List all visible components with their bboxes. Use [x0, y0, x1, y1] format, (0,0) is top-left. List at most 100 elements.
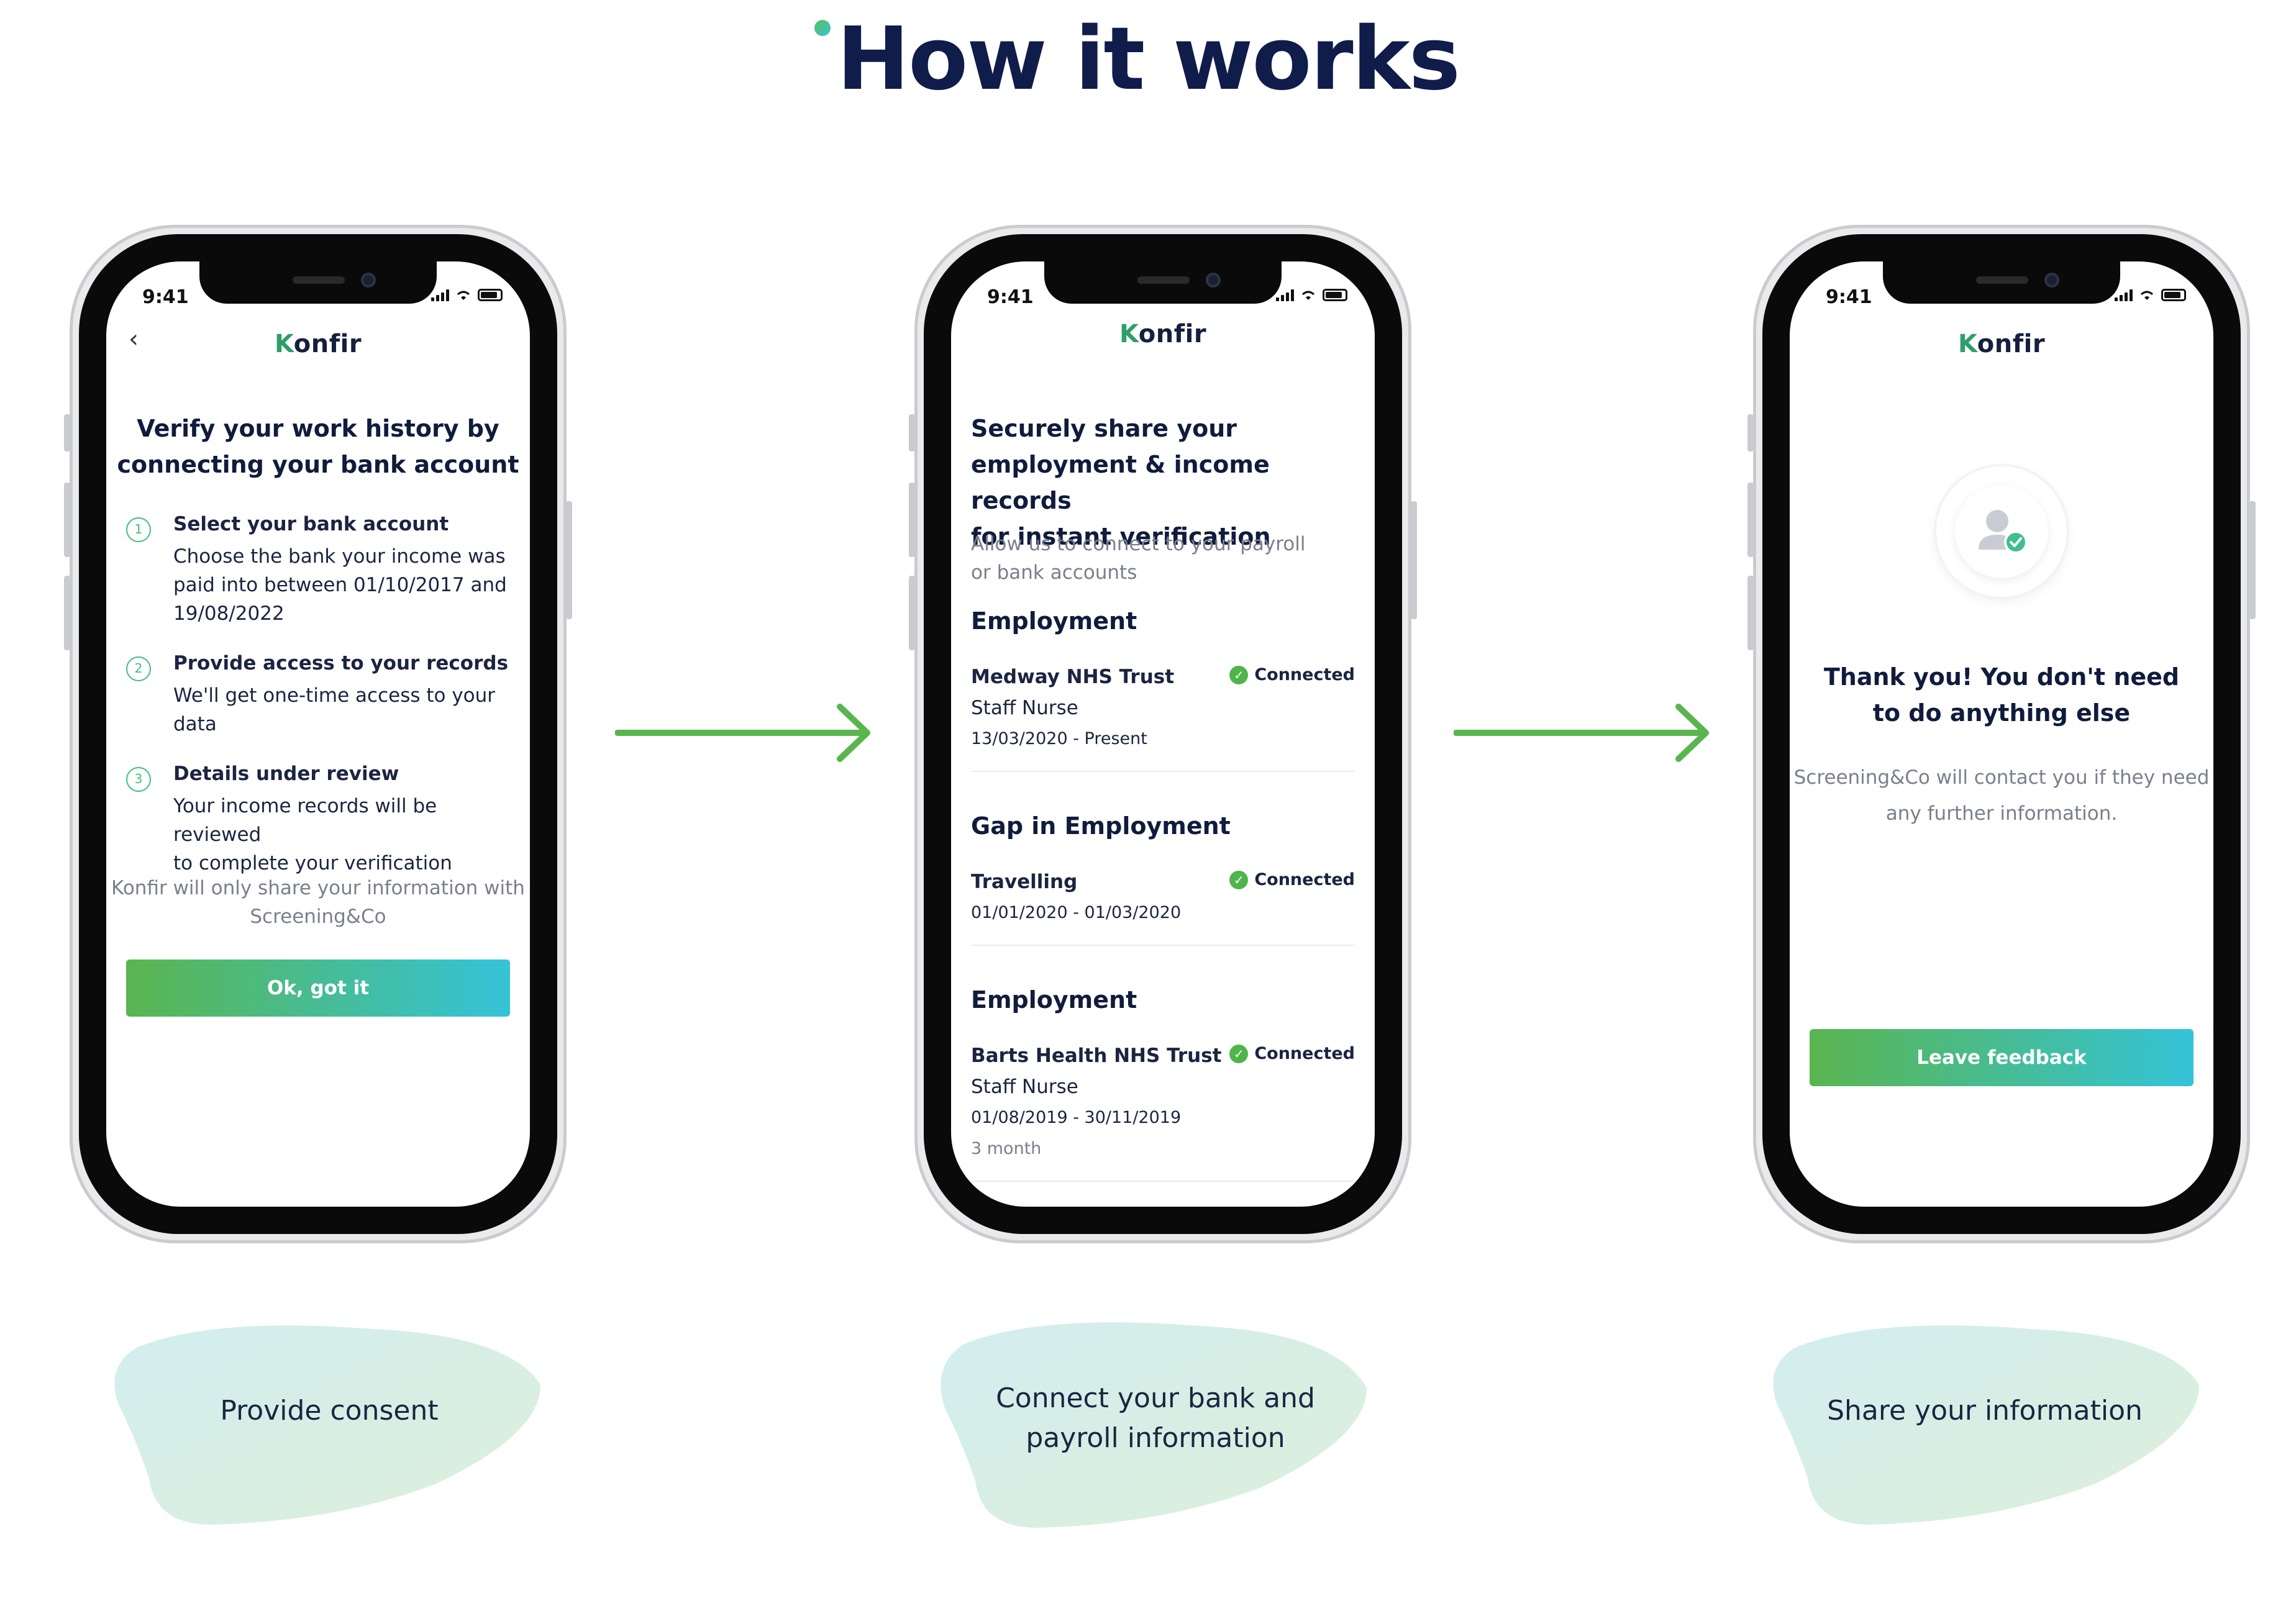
signal-icon — [2115, 289, 2133, 301]
phone-frame: 9:41 Konfir Securely share your employme… — [924, 234, 1402, 1234]
signal-icon — [431, 289, 449, 301]
camera — [2044, 273, 2059, 288]
screen-share: 9:41 Konfir Thank you! You do — [1790, 261, 2213, 1207]
battery-icon — [478, 289, 503, 301]
phone-side-button — [566, 501, 572, 619]
check-circle-icon: ✓ — [1229, 870, 1249, 889]
status-icons — [1276, 289, 1347, 301]
phone-side-button — [64, 483, 70, 557]
employment-duration: 3 month — [971, 1139, 1042, 1158]
wifi-icon — [1302, 291, 1314, 300]
chevron-left-icon[interactable]: ‹ — [129, 325, 139, 353]
caption-blob — [941, 1322, 1367, 1528]
phone-frame: 9:41 Konfir Thank you! You do — [1762, 234, 2241, 1234]
phone-consent: 9:41 ‹ Konfir Verify your work history b… — [64, 225, 572, 1243]
status-time: 9:41 — [987, 286, 1034, 308]
camera — [1206, 273, 1221, 288]
divider — [971, 1181, 1355, 1182]
status-icons — [2115, 289, 2186, 301]
notch — [199, 261, 437, 304]
consent-heading: Verify your work history by connecting y… — [117, 415, 519, 478]
notch — [1883, 261, 2120, 304]
speaker — [1976, 276, 2028, 284]
step-title-1: Select your bank account — [173, 513, 449, 535]
step-number-2: 2 — [126, 656, 151, 681]
camera — [361, 273, 376, 288]
connected-status: ✓ Connected — [1229, 870, 1355, 889]
caption-blob — [1773, 1325, 2199, 1525]
ok-got-it-button[interactable]: Ok, got it — [126, 960, 510, 1017]
connected-status: ✓ Connected — [1229, 665, 1355, 684]
check-circle-icon: ✓ — [1229, 665, 1249, 684]
title-dot — [814, 20, 831, 36]
divider — [971, 945, 1355, 946]
phone-frame: 9:41 ‹ Konfir Verify your work history b… — [79, 234, 557, 1234]
phone-share: 9:41 Konfir Thank you! You do — [1747, 225, 2256, 1243]
step-number-3: 3 — [126, 767, 151, 792]
divider — [971, 771, 1355, 772]
signal-icon — [1276, 289, 1294, 301]
phone-side-button — [909, 483, 915, 557]
user-check-icon — [1979, 510, 2028, 554]
step-number-1: 1 — [126, 517, 151, 542]
phone-side-button — [909, 414, 915, 451]
konfir-logo: Konfir — [1957, 330, 2046, 358]
section-heading-employment: Employment — [971, 986, 1137, 1014]
connect-subtitle: Allow us to connect to your payroll or b… — [971, 533, 1306, 584]
section-heading-employment: Employment — [971, 607, 1137, 635]
phone-side-button — [64, 576, 70, 650]
screen-connect: 9:41 Konfir Securely share your employme… — [951, 261, 1375, 1207]
employer-role: Staff Nurse — [971, 697, 1078, 719]
battery-icon — [1323, 289, 1347, 301]
gap-name: Travelling — [971, 871, 1078, 893]
page-title-text: How it works — [836, 9, 1460, 110]
step-desc-3: Your income records will be reviewed to … — [173, 795, 452, 874]
phone-side-button — [1747, 576, 1754, 650]
caption-connect-bank: Connect your bank and payroll informatio… — [996, 1382, 1315, 1454]
thank-you-heading: Thank you! You don't need to do anything… — [1823, 663, 2180, 727]
employment-dates: 01/08/2019 - 30/11/2019 — [971, 1108, 1182, 1127]
speaker — [293, 276, 345, 284]
konfir-logo: Konfir — [274, 330, 362, 358]
leave-feedback-button[interactable]: Leave feedback — [1810, 1029, 2194, 1086]
employer-role: Staff Nurse — [971, 1076, 1078, 1098]
step-title-2: Provide access to your records — [173, 652, 509, 674]
speaker — [1137, 276, 1190, 284]
wifi-icon — [2141, 291, 2153, 300]
status-time: 9:41 — [142, 286, 189, 308]
employer-name: Barts Health NHS Trust — [971, 1045, 1222, 1067]
consent-note: Konfir will only share your information … — [111, 877, 525, 928]
step-title-3: Details under review — [173, 763, 399, 785]
caption-provide-consent: Provide consent — [220, 1395, 439, 1427]
header: How it works — [0, 4, 2296, 116]
employment-dates: 13/03/2020 - Present — [971, 729, 1147, 748]
notch — [1044, 261, 1282, 304]
section-heading-gap: Gap in Employment — [971, 812, 1231, 840]
wifi-icon — [457, 291, 470, 300]
phone-connect: 9:41 Konfir Securely share your employme… — [909, 225, 1417, 1243]
phone-side-button — [909, 576, 915, 650]
check-circle-icon: ✓ — [1229, 1044, 1249, 1063]
phone-side-button — [2249, 501, 2256, 619]
caption-blob — [114, 1325, 541, 1525]
employer-name: Medway NHS Trust — [971, 666, 1175, 688]
connected-status: ✓ Connected — [1229, 1044, 1355, 1063]
thank-you-subtitle: Screening&Co will contact you if they ne… — [1793, 766, 2210, 825]
arrow-right-icon — [615, 704, 870, 762]
caption-share-information: Share your information — [1827, 1395, 2143, 1427]
phone-side-button — [1411, 501, 1417, 619]
status-time: 9:41 — [1826, 286, 1872, 308]
phone-side-button — [64, 414, 70, 451]
step-desc-2: We'll get one-time access to your data — [173, 684, 496, 735]
phone-side-button — [1747, 483, 1754, 557]
phone-side-button — [1747, 414, 1754, 451]
gap-dates: 01/01/2020 - 01/03/2020 — [971, 903, 1182, 922]
arrow-right-icon — [1454, 704, 1709, 762]
page-title: How it works — [814, 4, 1460, 116]
konfir-logo: Konfir — [1119, 320, 1207, 348]
step-desc-1: Choose the bank your income was paid int… — [173, 545, 507, 625]
status-icons — [431, 289, 503, 301]
avatar — [1936, 466, 2067, 597]
battery-icon — [2161, 289, 2186, 301]
connect-heading: Securely share your employment & income … — [971, 415, 1271, 550]
